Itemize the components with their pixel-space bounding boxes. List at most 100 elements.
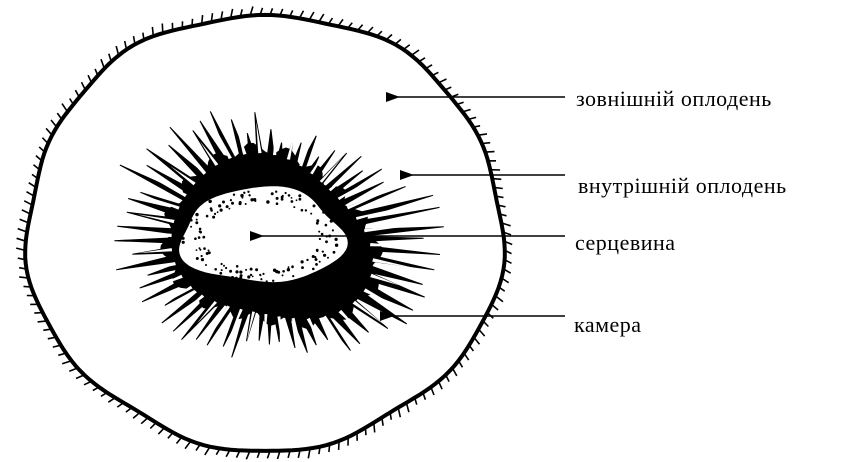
core-dot (260, 278, 262, 280)
core-dot (199, 231, 202, 234)
core-dot (335, 238, 338, 241)
core-dot (322, 211, 324, 213)
core-dot (282, 274, 284, 276)
core-dot (241, 197, 243, 199)
core-dot (196, 257, 199, 260)
core-dot (221, 263, 223, 265)
label-core: серцевина (575, 232, 676, 254)
core-dot (245, 203, 247, 205)
core-dot (282, 270, 285, 273)
core-dot (271, 192, 274, 195)
core-dot (231, 276, 234, 279)
core-dot (225, 267, 227, 269)
core-dot (288, 266, 290, 268)
core-dot (195, 213, 198, 216)
core-dot (250, 198, 253, 201)
core-dot (195, 221, 198, 224)
core-dot (313, 204, 316, 207)
core-dot (252, 276, 254, 278)
core-dot (222, 201, 225, 204)
core-dot (182, 241, 185, 244)
core-dot (327, 210, 329, 212)
core-dot (199, 228, 202, 231)
core-dot (315, 263, 318, 266)
core-dot (214, 268, 217, 271)
core-dot (190, 226, 192, 228)
core-dot (240, 274, 243, 277)
core-dot (217, 211, 219, 213)
core-dot (201, 258, 204, 261)
core-dot (291, 266, 294, 269)
core-dot (202, 236, 205, 239)
seed-chamber (372, 258, 414, 268)
core-dot (291, 200, 294, 203)
core-dot (233, 194, 235, 196)
core-dot (236, 265, 239, 268)
core-dot (214, 213, 216, 215)
core-dot (276, 197, 279, 200)
core-dot (305, 209, 307, 211)
core-dot (182, 237, 185, 240)
core-dot (315, 258, 318, 261)
seed-chamber (135, 234, 172, 237)
core-dot (298, 194, 301, 197)
core-dot (275, 191, 277, 193)
core-dot (291, 197, 293, 199)
core-dot (210, 207, 213, 210)
core-dot (243, 192, 245, 194)
core-dot (212, 216, 215, 219)
core-dot (220, 209, 223, 212)
core-dot (327, 257, 329, 259)
label-chamber: камера (574, 314, 642, 336)
seed-chamber (264, 314, 267, 349)
core-dot (218, 204, 221, 207)
core-dot (282, 195, 284, 197)
core-dot (201, 255, 203, 257)
core-dot (208, 250, 210, 252)
core-dot (240, 278, 243, 281)
core-dot (318, 231, 320, 233)
core-dot (223, 265, 225, 267)
core-dot (301, 209, 304, 212)
core-dot (203, 247, 206, 250)
core-dot (292, 275, 294, 277)
core-dot (250, 274, 252, 276)
core-dot (266, 200, 269, 203)
core-dot (301, 260, 304, 263)
core-dot (229, 208, 231, 210)
core-dot (316, 219, 319, 222)
core-dot (198, 236, 201, 239)
core-dot (312, 255, 315, 258)
core-dot (239, 271, 242, 274)
core-dot (205, 264, 207, 266)
core-dot (190, 219, 193, 222)
label-outer-pericarp: зовнішній оплодень (576, 88, 772, 110)
core-dot (316, 222, 319, 225)
core-dot (321, 233, 324, 236)
core-dot (319, 238, 321, 240)
core-dot (245, 269, 247, 271)
core-dot (312, 268, 315, 271)
core-dot (199, 249, 201, 251)
core-dot (287, 268, 290, 271)
core-dot (285, 192, 287, 194)
label-inner-pericarp: внутрішній оплодень (578, 175, 787, 197)
core-dot (299, 198, 302, 201)
core-dot (314, 256, 316, 258)
core-dot (281, 198, 284, 201)
core-dot (262, 273, 264, 275)
core-dot (206, 215, 209, 218)
core-dot (196, 249, 198, 251)
core-dot (221, 269, 223, 271)
core-dot (194, 237, 197, 240)
core-dot (229, 270, 232, 273)
core-dot (247, 191, 249, 193)
core-dot (266, 280, 268, 282)
core-dot (293, 206, 295, 208)
core-dot (288, 194, 291, 197)
core-dot (275, 270, 278, 273)
core-dot (335, 244, 338, 247)
core-dot (209, 200, 212, 203)
core-dot (219, 272, 222, 275)
